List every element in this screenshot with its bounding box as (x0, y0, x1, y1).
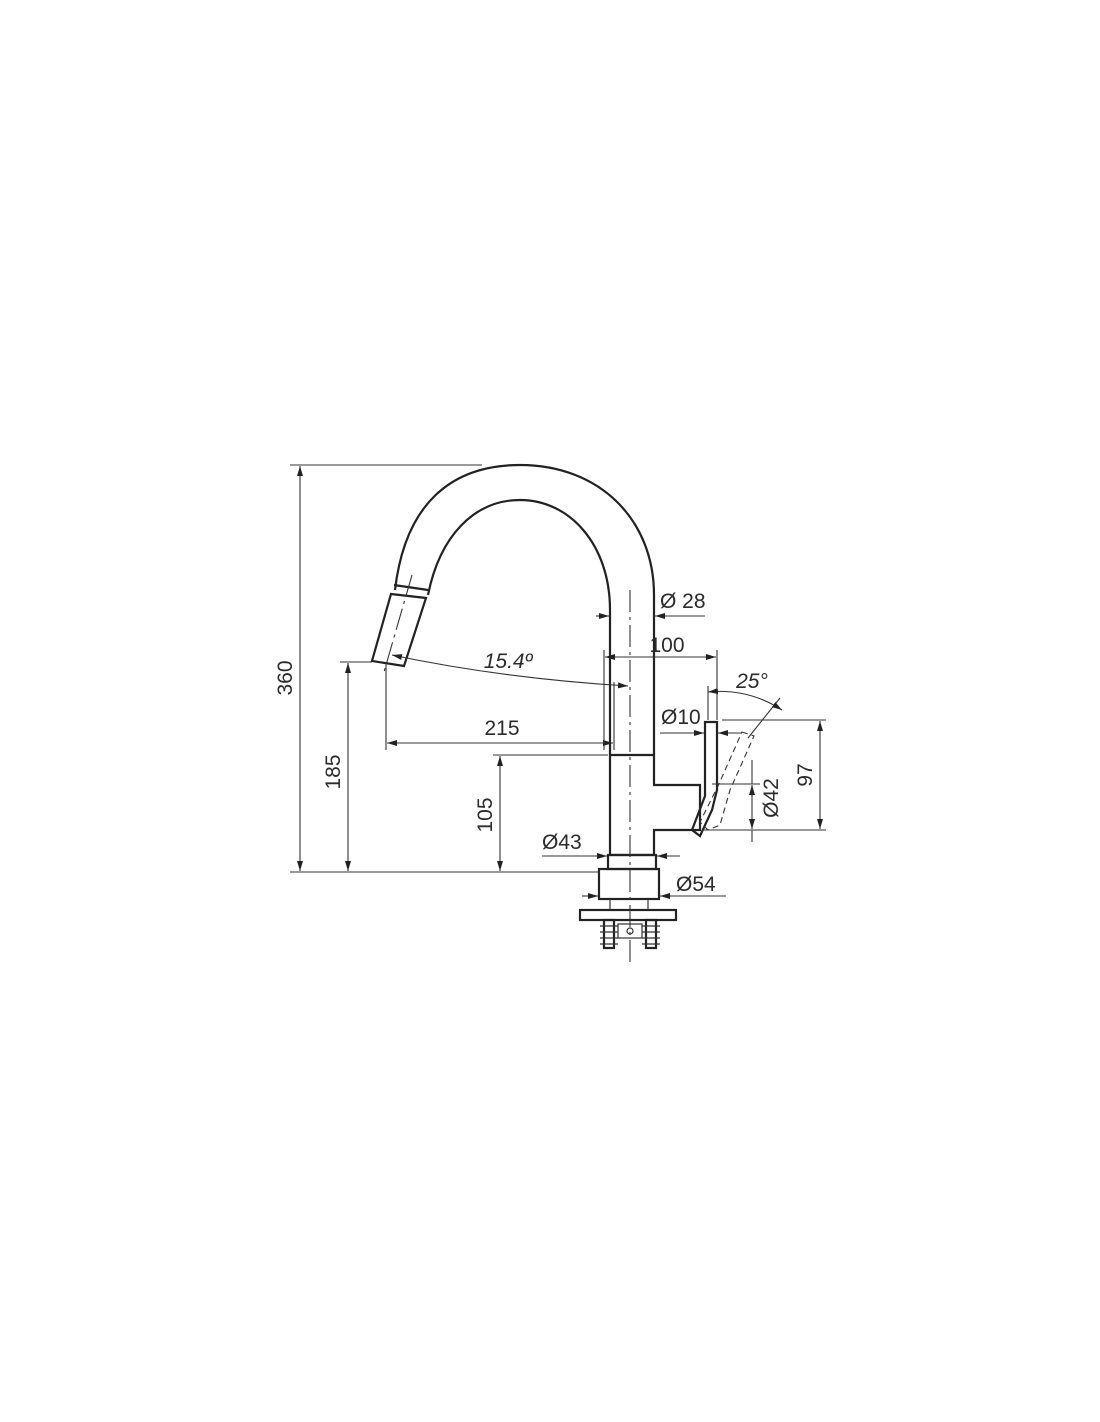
mounting-plate (578, 908, 678, 922)
spout-outer-contour (393, 463, 656, 755)
fixing-stud-left (602, 918, 616, 950)
lever-handle (690, 720, 719, 838)
dim-reach: 215 (484, 717, 519, 740)
faucet-outline (370, 463, 755, 965)
spray-axis (383, 574, 413, 673)
dim-lever-angle: 25° (735, 670, 768, 693)
dim-lever-diameter: Ø10 (661, 706, 701, 729)
faucet-body (608, 753, 702, 857)
spray-head-joint (393, 583, 429, 592)
dim-lever-height: 97 (794, 763, 817, 786)
stud-threads (600, 925, 660, 945)
spray-head (370, 592, 428, 668)
dim-spout-outlet-height: 185 (322, 754, 345, 789)
body-collar (606, 853, 658, 871)
spout-inner-contour (426, 498, 612, 755)
dim-body-diameter: Ø43 (542, 831, 582, 854)
fixing-stud-right (644, 918, 658, 950)
dim-spray-angle: 15.4º (484, 650, 534, 673)
dim-arc-25 (707, 688, 783, 711)
dim-arc-15-4 (391, 654, 629, 689)
dim-body-height: 105 (474, 797, 497, 832)
dimensions: 360 185 105 215 15.4º 100 Ø 28 Ø10 (274, 464, 826, 899)
dim-lever-hub-diameter: Ø42 (760, 778, 783, 818)
mounting-base (597, 867, 661, 901)
lever-handle-open (699, 731, 755, 831)
dim-spout-diameter: Ø 28 (660, 590, 706, 613)
dim-base-diameter: Ø54 (676, 873, 716, 896)
dim-lever-offset: 100 (649, 634, 684, 657)
dim-total-height: 360 (274, 660, 297, 695)
